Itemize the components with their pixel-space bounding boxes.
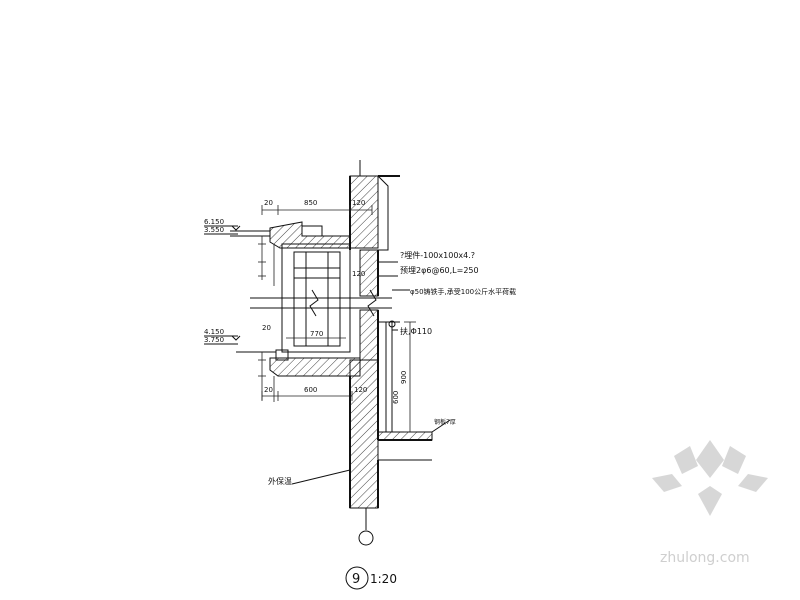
dim-right-small: 600 [392,391,400,404]
upper-canopy [230,221,351,249]
dim-top-small: 20 [264,199,273,207]
dim-lower-width: 600 [304,386,317,394]
window-left-dims [258,236,275,286]
watermark-logo: zhulong.com [652,440,768,566]
level-3550: 3.550 [204,226,224,234]
dim-top-width: 850 [304,199,317,207]
detail-number-circle [345,566,369,590]
railing: 900 600 [378,320,416,433]
lower-wall [349,359,433,546]
level-3750: 3.750 [204,336,224,344]
lower-level-markers: 4.150 3.750 [204,328,241,345]
level-6150: 6.150 [204,218,224,226]
note-rail: φ50铸铁手,承受100公斤水平荷载 [410,287,516,296]
break-lines [250,289,392,317]
level-4150: 4.150 [204,328,224,336]
dim-opening: 770 [310,330,323,338]
note-side: 钢板7厚 [434,418,456,426]
upper-level-markers: 6.150 3.550 [204,218,241,235]
detail-scale: 1:20 [370,572,397,586]
upper-dimension-chain: 20 850 120 [261,199,373,215]
lower-canopy [236,349,361,377]
dim-lower-small: 20 [264,386,273,394]
dim-right-height: 900 [400,371,408,384]
detail-callout: 9 1:20 [345,566,397,590]
note-embed: ?埋件-100x100x4.? [400,250,475,260]
dim-mid-wall: 120 [352,270,365,278]
note-pipe: 扶,Φ110 [400,326,432,336]
lower-window: 770 20 [262,310,351,352]
note-anchor: 预埋2φ6@60,L=250 [400,265,479,275]
watermark-text: zhulong.com [660,550,750,566]
note-wall-label: 外保温 [268,476,292,486]
leader-notes: ?埋件-100x100x4.? 预埋2φ6@60,L=250 φ50铸铁手,承受… [268,250,516,486]
dim-top-wall: 120 [352,199,365,207]
detail-number: 9 [352,572,360,587]
dim-mid-gap: 20 [262,324,271,332]
